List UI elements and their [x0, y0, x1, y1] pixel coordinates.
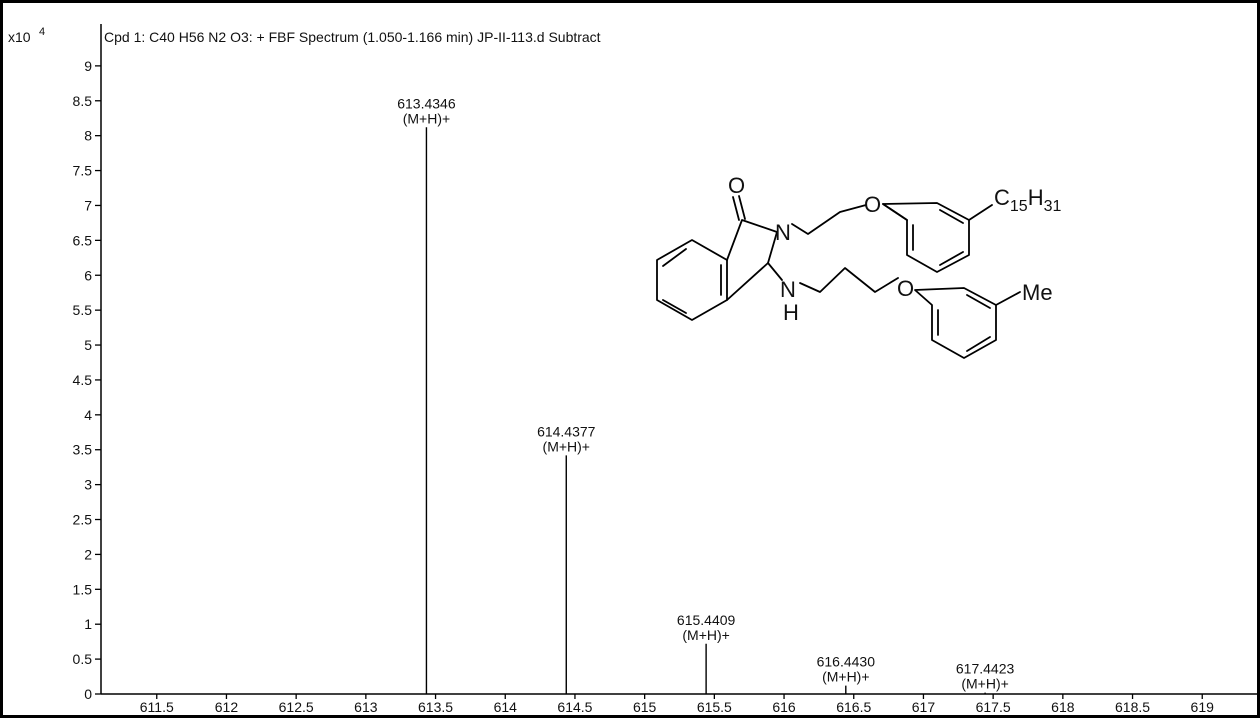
x-tick-label: 614.5	[557, 699, 592, 715]
y-tick-label: 9	[84, 58, 92, 74]
peaks: 613.4346(M+H)+614.4377(M+H)+615.4409(M+H…	[397, 95, 1015, 694]
alkyl-bond	[968, 204, 993, 221]
peak-mz-label: 617.4423	[956, 661, 1015, 677]
x-tick-label: 617.5	[976, 699, 1011, 715]
x-tick-label: 611.5	[140, 699, 174, 715]
peak-mz-label: 614.4377	[537, 423, 596, 439]
y-tick-label: 2.5	[73, 512, 93, 528]
upper-aryl-double-bonds	[912, 209, 964, 266]
y-tick-label: 7.5	[73, 163, 93, 179]
x-tick-label: 619	[1191, 699, 1215, 715]
carbonyl-oxygen: O	[728, 173, 745, 198]
methyl-label: Me	[1022, 280, 1053, 305]
x-tick-label: 616	[772, 699, 796, 715]
y-tick-label: 3	[84, 477, 92, 493]
amine-nitrogen: N	[780, 277, 796, 302]
x-tick-label: 616.5	[836, 699, 871, 715]
benzo-ring-double-bonds	[662, 248, 722, 314]
lower-aryl-double-bonds	[937, 294, 991, 352]
x-tick-label: 612	[215, 699, 239, 715]
peak-mz-label: 615.4409	[677, 612, 736, 628]
y-tick-label: 8	[84, 128, 92, 144]
y-tick-label: 4.5	[73, 372, 93, 388]
y-tick-label: 6.5	[73, 232, 93, 248]
y-tick-label: 1.5	[73, 581, 93, 597]
upper-aryl-o-bond	[882, 203, 908, 221]
y-tick-label: 4	[84, 407, 92, 423]
y-tick-label: 5	[84, 337, 92, 353]
y-tick-label: 8.5	[73, 93, 93, 109]
carbonyl-bond	[732, 195, 746, 221]
y-tick-label: 5.5	[73, 302, 93, 318]
amine-hydrogen: H	[783, 300, 799, 325]
alkyl-h-sub: 31	[1044, 198, 1062, 215]
y-ticks: 0 0.5 1 1.5 2 2.5 3 3.5 4 4.5 5 5.5 6 6.5 7 7.5 8 8.5 9	[73, 58, 101, 702]
x-tick-label: 613.5	[418, 699, 453, 715]
ether-oxygen-lower: O	[897, 276, 914, 301]
x-tick-label: 615.5	[697, 699, 732, 715]
alkyl-c-sub: 15	[1010, 198, 1028, 215]
y-tick-label: 0	[84, 686, 92, 702]
chemical-structure	[656, 195, 1021, 359]
peak-ion-label: (M+H)+	[822, 669, 869, 685]
x-tick-label: 618.5	[1115, 699, 1150, 715]
alkyl-c: C	[994, 185, 1010, 210]
y-tick-label: 3.5	[73, 442, 93, 458]
chart-title: Cpd 1: C40 H56 N2 O3: + FBF Spectrum (1.…	[104, 29, 601, 45]
structure-labels: O N N H O O C15H31 Me	[728, 173, 1061, 325]
x-tick-label: 615	[633, 699, 657, 715]
x-tick-label: 612.5	[279, 699, 314, 715]
x-tick-label: 613	[354, 699, 378, 715]
x-tick-label: 617	[912, 699, 936, 715]
x-tick-label: 618	[1051, 699, 1075, 715]
y-tick-label: 6	[84, 267, 92, 283]
alkyl-h: H	[1028, 185, 1044, 210]
ring-nitrogen: N	[775, 220, 791, 245]
y-exponent: 4	[39, 26, 45, 38]
y-tick-label: 2	[84, 546, 92, 562]
x-ticks: 611.5 612 612.5 613 613.5 614 614.5 615 615.5 616…	[140, 694, 1214, 715]
n-ethyl-chain	[791, 204, 867, 235]
lower-aryl-ring	[914, 287, 997, 359]
ether-oxygen-upper: O	[864, 192, 881, 217]
peak-ion-label: (M+H)+	[682, 627, 729, 643]
y-tick-label: 0.5	[73, 651, 93, 667]
peak-mz-label: 613.4346	[397, 95, 456, 111]
peak-mz-label: 616.4430	[817, 654, 876, 670]
methyl-bond	[995, 291, 1021, 306]
upper-aryl-ring	[882, 202, 970, 273]
y-tick-label: 1	[84, 616, 92, 632]
lactam-ring	[726, 219, 778, 301]
y-multiplier: x10	[8, 29, 31, 45]
peak-ion-label: (M+H)+	[961, 676, 1008, 692]
peak-ion-label: (M+H)+	[403, 110, 450, 126]
amine-ethyl-chain	[799, 267, 899, 293]
x-tick-label: 614	[494, 699, 518, 715]
peak-ion-label: (M+H)+	[543, 438, 590, 454]
alkyl-label: C15H31	[994, 185, 1061, 215]
y-tick-label: 7	[84, 197, 92, 213]
amine-bond	[767, 262, 783, 281]
